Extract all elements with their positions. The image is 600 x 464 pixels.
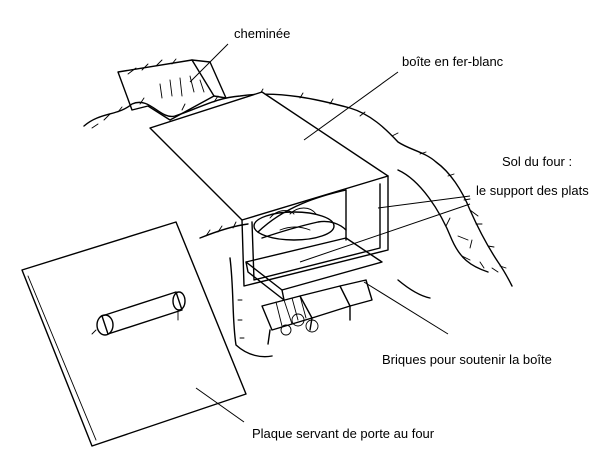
label-bricks: Briques pour soutenir la boîte [382,352,552,367]
chimney [117,58,227,121]
label-door-plate: Plaque servant de porte au four [252,426,435,441]
door-plate [21,221,247,447]
door-handle [91,291,186,336]
leader-lines [189,43,471,423]
label-oven-floor-sub: le support des plats [476,183,589,198]
label-chimney: cheminée [234,26,290,41]
tin-box [149,91,389,287]
bricks [261,279,373,345]
label-tin-box: boîte en fer-blanc [402,54,504,69]
label-oven-floor-title: Sol du four : [502,154,572,169]
earth-mound [83,88,513,358]
oven-floor [245,237,383,301]
